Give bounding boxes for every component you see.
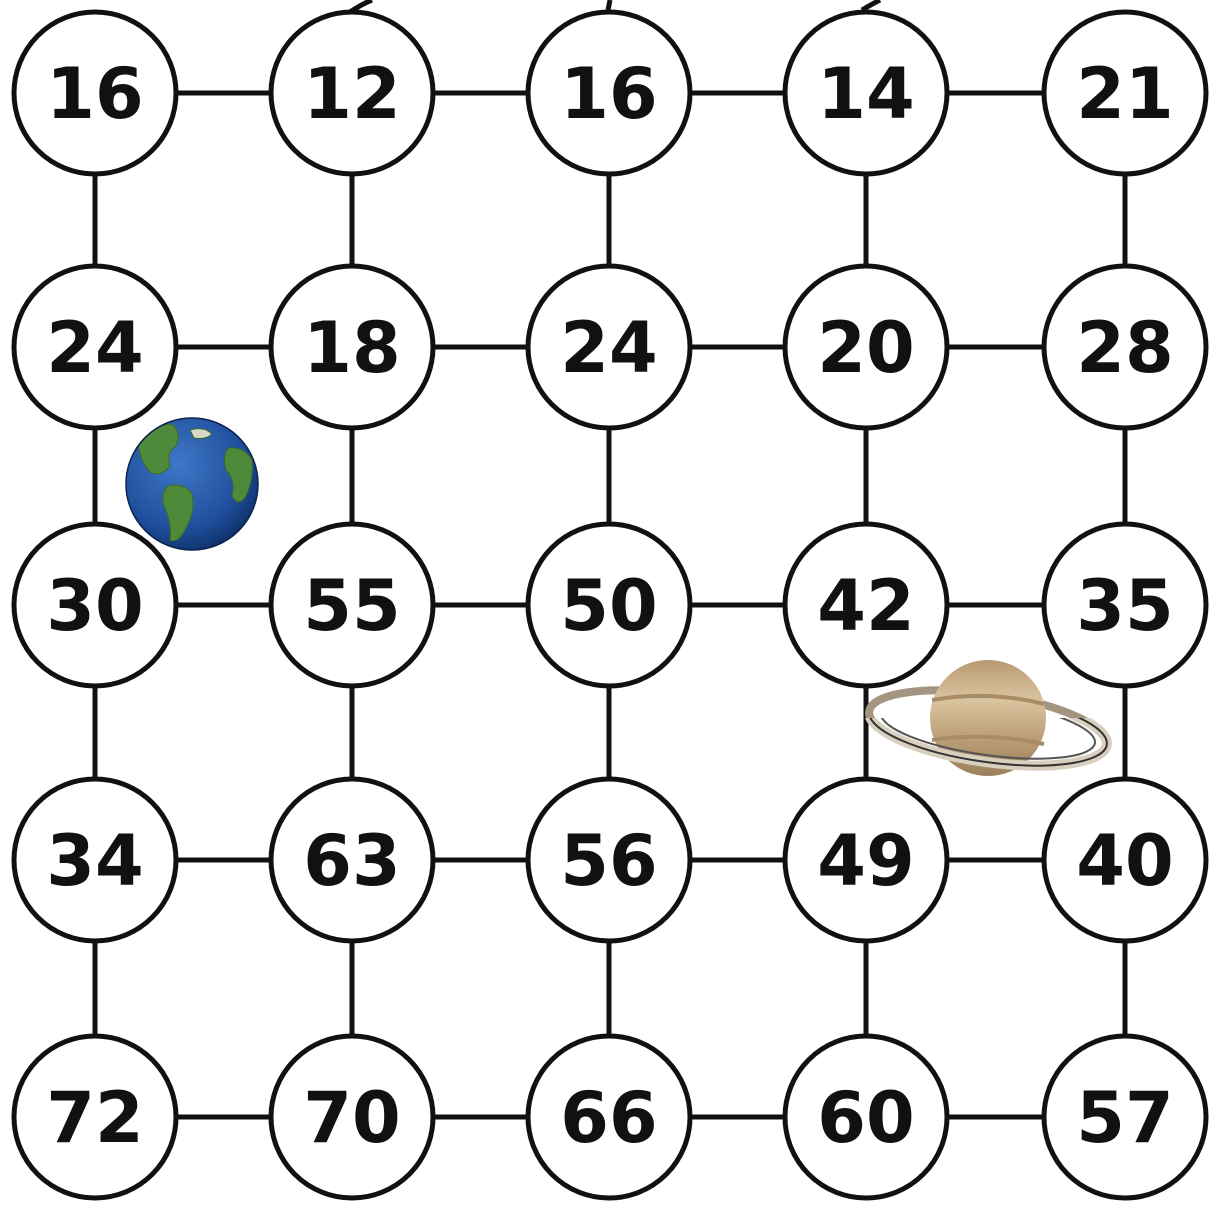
number-node[interactable]: 24 xyxy=(14,266,176,428)
number-node[interactable]: 40 xyxy=(1044,779,1206,941)
number-node[interactable]: 63 xyxy=(271,779,433,941)
node-number: 70 xyxy=(303,1077,400,1159)
number-node[interactable]: 20 xyxy=(785,266,947,428)
node-number: 20 xyxy=(817,307,914,389)
number-node[interactable]: 12 xyxy=(271,12,433,174)
node-number: 50 xyxy=(560,565,657,647)
number-node[interactable]: 34 xyxy=(14,779,176,941)
number-node[interactable]: 66 xyxy=(528,1036,690,1198)
node-number: 14 xyxy=(817,53,914,135)
node-number: 34 xyxy=(46,820,143,902)
node-number: 40 xyxy=(1076,820,1173,902)
node-number: 24 xyxy=(560,307,657,389)
number-node[interactable]: 42 xyxy=(785,524,947,686)
number-node[interactable]: 30 xyxy=(14,524,176,686)
earth-icon[interactable] xyxy=(126,418,258,550)
node-number: 60 xyxy=(817,1077,914,1159)
node-number: 57 xyxy=(1076,1077,1173,1159)
node-number: 55 xyxy=(303,565,400,647)
number-node[interactable]: 56 xyxy=(528,779,690,941)
number-node[interactable]: 72 xyxy=(14,1036,176,1198)
number-node[interactable]: 49 xyxy=(785,779,947,941)
node-number: 16 xyxy=(46,53,143,135)
node-number: 56 xyxy=(560,820,657,902)
number-node[interactable]: 18 xyxy=(271,266,433,428)
node-number: 28 xyxy=(1076,307,1173,389)
node-number: 24 xyxy=(46,307,143,389)
number-node[interactable]: 14 xyxy=(785,12,947,174)
number-node[interactable]: 60 xyxy=(785,1036,947,1198)
number-node[interactable]: 50 xyxy=(528,524,690,686)
number-node[interactable]: 21 xyxy=(1044,12,1206,174)
node-number: 66 xyxy=(560,1077,657,1159)
number-node[interactable]: 28 xyxy=(1044,266,1206,428)
node-number: 72 xyxy=(46,1077,143,1159)
number-node[interactable]: 16 xyxy=(14,12,176,174)
number-node[interactable]: 16 xyxy=(528,12,690,174)
node-number: 35 xyxy=(1076,565,1173,647)
number-node[interactable]: 35 xyxy=(1044,524,1206,686)
number-node[interactable]: 55 xyxy=(271,524,433,686)
number-node[interactable]: 70 xyxy=(271,1036,433,1198)
node-number: 49 xyxy=(817,820,914,902)
node-number: 18 xyxy=(303,307,400,389)
node-number: 21 xyxy=(1076,53,1173,135)
node-number: 30 xyxy=(46,565,143,647)
node-number: 16 xyxy=(560,53,657,135)
node-number: 63 xyxy=(303,820,400,902)
number-node[interactable]: 24 xyxy=(528,266,690,428)
number-node[interactable]: 57 xyxy=(1044,1036,1206,1198)
node-number: 42 xyxy=(817,565,914,647)
node-number: 12 xyxy=(303,53,400,135)
